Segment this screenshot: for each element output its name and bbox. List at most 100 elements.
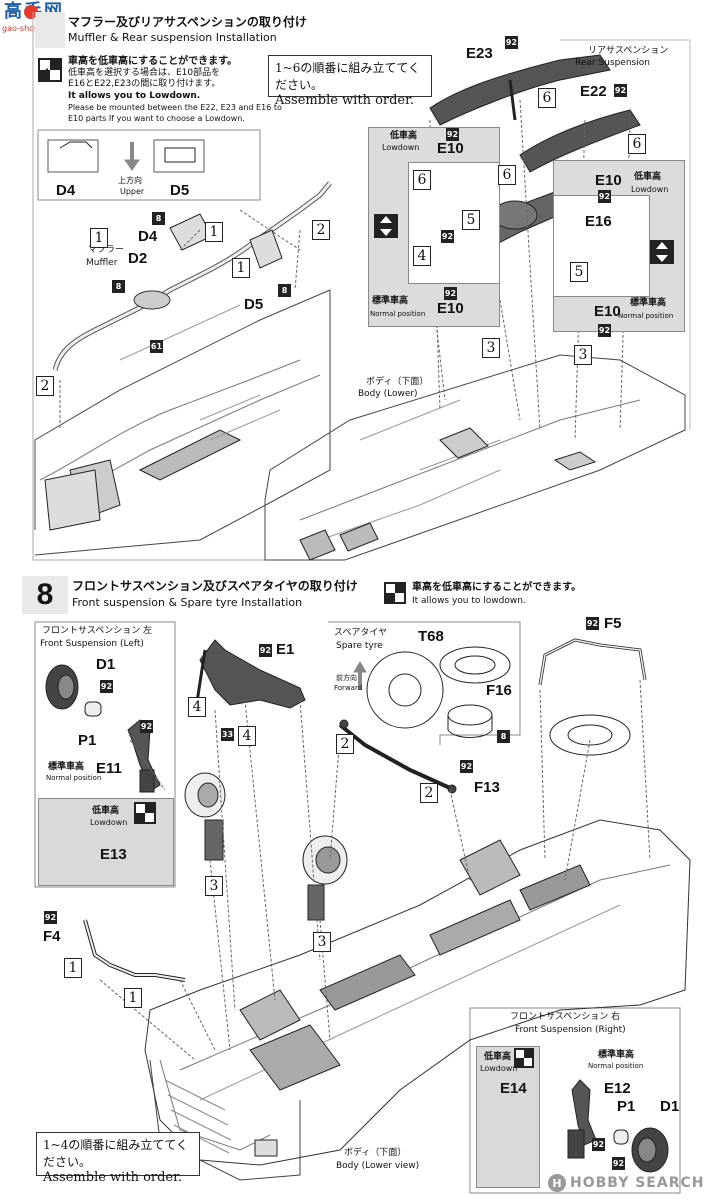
step7-title-ja: マフラー及びリアサスペンションの取り付け [68,15,307,29]
step7-title-en: Muffler & Rear suspension Installation [68,31,277,44]
badge-8-d4: 8 [152,212,165,225]
step8-right-normal-ja: 標準車高 [598,1050,635,1060]
step7-body-label-ja: ボディ（下面） [366,377,429,387]
step7-lowdown-label-en-right: Lowdown [631,185,669,194]
step7-order-1a: 1 [90,228,108,248]
step7-body-label-en: Body (Lower) [358,389,418,399]
step8-order-en: Assemble with order. [43,1170,183,1185]
upper-direction-label-en: Upper [120,187,145,196]
badge-92-e1: 92 [259,644,272,657]
part-label-t68: T68 [418,628,444,645]
badge-92-f13: 92 [460,760,473,773]
part-label-d5-main: D5 [244,296,264,313]
step7-note-ja2: 低車高を選択する場合は、E10部品を [68,68,221,78]
badge-92-e10a: 92 [446,128,459,141]
part-label-f13: F13 [474,779,500,796]
step7-note-ja3: E16とE22,E23の間に取り付けます。 [68,79,221,89]
step8-title-en: Front suspension & Spare tyre Installati… [72,596,303,609]
part-label-e22: E22 [580,83,607,100]
spare-tyre-label-ja: スペアタイヤ [334,628,388,638]
part-label-e12: E12 [604,1080,631,1097]
front-left-label-ja: フロントサスペンション 左 [42,626,153,636]
part-label-e10-normal-left: E10 [437,300,464,317]
step7-lowdown-label-en: Lowdown [382,143,420,152]
badge-92-e10b: 92 [598,190,611,203]
badge-92-e10d: 92 [598,324,611,337]
step8-order-3a: 3 [205,876,223,896]
step7-note-en3: E10 parts If you want to choose a Lowdow… [68,114,245,123]
step7-lowdown-label-ja: 低車高 [390,131,418,141]
step8-left-lowdown-ja: 低車高 [92,806,120,816]
step8-title-ja: フロントサスペンション及びスペアタイヤの取り付け [72,579,358,593]
part-label-d4: D4 [56,182,76,199]
step7-order-5a: 5 [462,210,480,230]
step7-number-box [35,12,65,48]
front-left-label-en: Front Suspension (Left) [40,639,144,649]
step7-normal-label-ja: 標準車高 [372,296,409,306]
part-label-f16: F16 [486,682,512,699]
step8-right-lowdown-box [476,1046,540,1188]
badge-92-d1: 92 [100,680,113,693]
front-right-label-ja: フロントサスペンション 右 [510,1012,621,1022]
step7-right-selector-inner [553,195,650,297]
hobby-search-text: HOBBY SEARCH [570,1175,705,1191]
part-label-f5: F5 [604,615,622,632]
step8-right-normal-en: Normal position [588,1062,644,1070]
step8-right-lowdown-ja: 低車高 [484,1052,512,1062]
part-label-d1-left: D1 [96,656,116,673]
lowdown-checker-icon-left [134,802,156,824]
part-label-p1-right: P1 [617,1098,636,1115]
step8-order-3b: 3 [313,932,331,952]
step8-left-normal-en: Normal position [46,774,102,782]
badge-92-e16: 92 [441,230,454,243]
step7-order-1b: 1 [205,222,223,242]
step7-order-3b: 3 [574,345,592,365]
step7-order-2b: 2 [36,376,54,396]
badge-92-f4: 92 [44,911,57,924]
watermark-url: gao-shou.com [2,24,59,33]
badge-33: 33 [221,728,234,741]
part-label-d4-main: D4 [138,228,158,245]
step7-order-6c: 6 [413,170,431,190]
muffler-label-en: Muffler [86,258,118,268]
part-label-d2: D2 [128,250,148,267]
step7-note-ja1: 車高を低車高にすることができます。 [68,56,238,67]
front-right-label-en: Front Suspension (Right) [515,1025,626,1035]
step8-order-4b: 4 [238,726,256,746]
step7-order-3a: 3 [482,338,500,358]
badge-61: 61 [150,340,163,353]
part-label-e13: E13 [100,846,127,863]
step8-body-label-en: Body (Lower view) [336,1161,420,1171]
badge-92-e11: 92 [140,720,153,733]
badge-92-right-a: 92 [592,1138,605,1151]
lowdown-checker-icon-right [514,1048,534,1068]
step8-lowdown-note-ja: 車高を低車高にすることができます。 [412,582,582,593]
step8-order-box: 1~4の順番に組み立ててください。 Assemble with order. [36,1132,200,1185]
forward-label-ja: 前方向 [336,674,357,682]
part-label-p1-left: P1 [78,732,97,749]
step8-number-box: 8 [22,576,68,614]
step7-order-6b: 6 [628,134,646,154]
part-label-e14: E14 [500,1080,527,1097]
lowdown-checker-icon-step8 [384,582,406,604]
badge-92-e22: 92 [614,84,627,97]
step8-order-4a: 4 [188,697,206,717]
rear-suspension-label-en: Rear Suspension [575,58,650,68]
muffler-label-ja: マフラー [88,245,125,255]
step7-order-ja: 1~6の順番に組み立ててください。 [275,61,420,92]
step7-order-4: 4 [413,246,431,266]
step8-left-lowdown-en: Lowdown [90,818,128,827]
step8-order-ja: 1~4の順番に組み立ててください。 [43,1138,188,1169]
step7-order-1c: 1 [232,258,250,278]
step7-normal-label-ja-right: 標準車高 [630,298,667,308]
step8-order-2a: 2 [336,734,354,754]
step8-lowdown-note-en: It allows you to lowdown. [412,596,526,606]
step7-order-6a: 6 [538,88,556,108]
step7-normal-label-en-right: Normal position [618,312,674,320]
step8-order-1b: 1 [124,988,142,1008]
badge-92-right-b: 92 [612,1157,625,1170]
part-label-e10-lowdown-left: E10 [437,140,464,157]
updown-arrow-icon-left [374,214,398,238]
part-label-e23: E23 [466,45,493,62]
